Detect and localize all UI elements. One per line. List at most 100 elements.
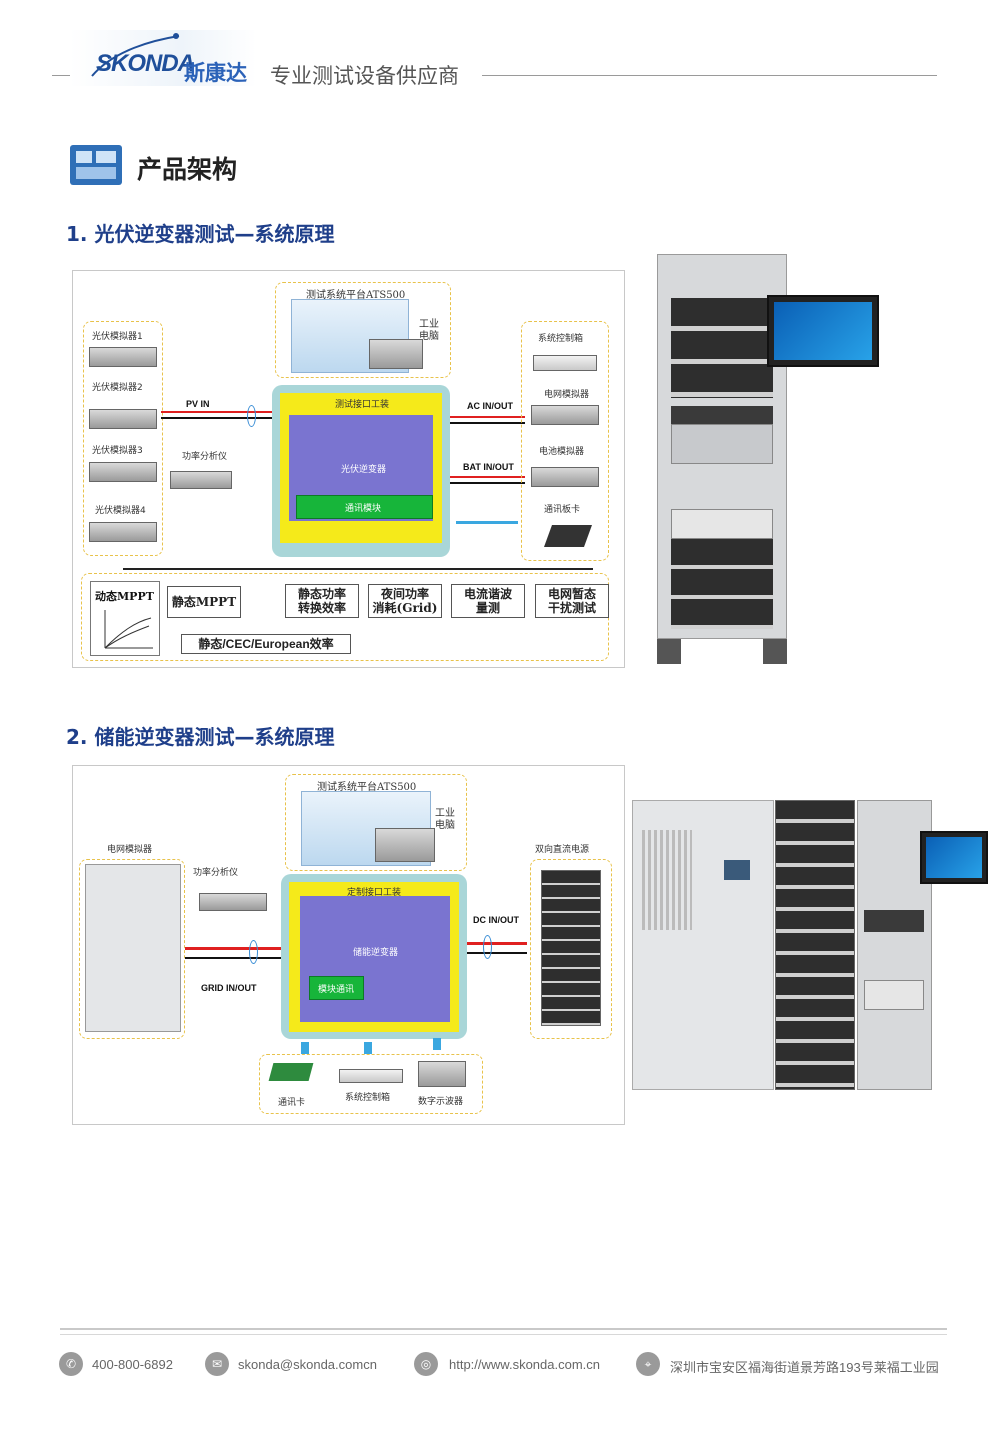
pv-sim3-label: 光伏模拟器3: [92, 446, 143, 456]
pv-sysctrl-label: 系统控制箱: [538, 334, 584, 344]
pv-commcard-icon: [543, 525, 593, 547]
logo-cn: 斯康达: [184, 61, 247, 85]
pv-bus-line: [123, 568, 593, 570]
pv-analyzer-label: 功率分析仪: [182, 452, 228, 462]
es-gridsim-label: 电网模拟器: [107, 845, 153, 855]
bat-red-line: [450, 476, 525, 478]
pv-sim2-label: 光伏模拟器2: [92, 383, 143, 393]
pv-sysctrl-icon: [533, 355, 597, 371]
pv-fixture-title: 测试接口工装: [335, 400, 390, 410]
pv-in-black-line: [161, 417, 275, 419]
pv-comm-module-label: 通讯模块: [345, 504, 382, 514]
pv-cabinet-photo: [657, 254, 787, 664]
es-diagram: 测试系统平台ATS500 工业 电脑 电网模拟器 功率分析仪 GRID IN/O…: [72, 765, 625, 1125]
dynamic-mppt-card: 动态MPPT: [90, 581, 160, 656]
es-scope-label: 数字示波器: [418, 1097, 464, 1107]
pv-sim3-icon: [89, 462, 157, 482]
pv-right-group: [521, 321, 609, 561]
es-grid-sensor-icon: [249, 940, 258, 964]
es-inverter-block: [300, 896, 450, 1022]
pv-sim4-label: 光伏模拟器4: [95, 506, 146, 516]
pv-sim1-icon: [89, 347, 157, 367]
es-commcard-label: 通讯卡: [278, 1098, 306, 1108]
pv-ipc-icon: [369, 339, 423, 369]
pv-diagram: 测试系统平台ATS500 工业 电脑 光伏模拟器1 光伏模拟器2 光伏模拟器3 …: [72, 270, 625, 668]
pv-inverter-label: 光伏逆变器: [341, 465, 387, 475]
pv-heading: 1. 光伏逆变器测试—系统原理: [66, 222, 335, 246]
arrow-sysctrl-icon: [364, 1042, 372, 1054]
ac-red-line: [450, 416, 525, 418]
es-gridsim-panel: [79, 859, 185, 1039]
es-monitor-photo: [920, 831, 988, 884]
footer-rule: [60, 1328, 947, 1330]
pv-in-label: PV IN: [186, 399, 210, 409]
es-comm-module: [309, 976, 364, 1000]
globe-icon: ◎: [414, 1352, 438, 1376]
pv-sim1-label: 光伏模拟器1: [92, 332, 143, 342]
arrow-comm-card-icon: [301, 1042, 309, 1054]
location-pin-icon: ⌖: [636, 1352, 660, 1376]
footer-rule-thin: [60, 1334, 947, 1335]
es-platform-panel: [285, 774, 467, 871]
bat-black-line: [450, 482, 525, 484]
es-inverter-label: 储能逆变器: [353, 948, 399, 958]
dynamic-mppt-label: 动态MPPT: [95, 590, 154, 603]
pv-platform-title: 测试系统平台ATS500: [306, 290, 406, 301]
pv-sim-group: [83, 321, 163, 556]
es-bidir-panel: [530, 859, 612, 1039]
logo-text: SKONDA: [96, 50, 195, 77]
cec-eff-card: 静态/CEC/European效率: [181, 634, 351, 654]
es-analyzer-label: 功率分析仪: [193, 868, 239, 878]
header-rule-right: [482, 75, 937, 76]
architecture-icon: [70, 145, 122, 185]
es-sysctrl-icon: [339, 1069, 403, 1083]
pv-sim2-icon: [89, 409, 157, 429]
logo-swoosh-icon: [91, 33, 180, 77]
es-dc-sensor-icon: [483, 935, 492, 959]
dc-inout-label: DC IN/OUT: [473, 915, 519, 925]
email-icon: ✉: [205, 1352, 229, 1376]
es-commcard-icon: [268, 1063, 314, 1081]
pv-sim4-icon: [89, 522, 157, 542]
pv-batsim-icon: [531, 467, 599, 487]
pv-gridsim-icon: [531, 405, 599, 425]
es-sysctrl-label: 系统控制箱: [345, 1093, 391, 1103]
arrow-scope-icon: [433, 1038, 441, 1050]
grid-fault-card: 电网暂态 干扰测试: [535, 584, 609, 618]
es-bidir-cabinet: [541, 870, 601, 1026]
pv-in-red-line: [161, 411, 275, 413]
bat-inout-label: BAT IN/OUT: [463, 462, 514, 472]
dc-red-line: [467, 942, 527, 945]
mppt-curve-icon: [104, 610, 153, 649]
es-comm-module-label: 模块通讯: [318, 985, 355, 995]
pv-ipc-label: 工业 电脑: [419, 319, 439, 342]
es-bidir-label: 双向直流电源: [535, 845, 590, 855]
section-title: 产品架构: [137, 155, 238, 184]
ac-black-line: [450, 422, 525, 424]
footer-web[interactable]: http://www.skonda.com.cn: [449, 1357, 601, 1372]
es-bottom-group: [259, 1054, 483, 1114]
footer-email[interactable]: skonda@skonda.comcn: [238, 1357, 377, 1372]
ac-inout-label: AC IN/OUT: [467, 401, 513, 411]
pv-batsim-label: 电池模拟器: [539, 447, 585, 457]
static-mppt-card: 静态MPPT: [167, 586, 241, 618]
es-analyzer-icon: [199, 893, 267, 911]
static-eff-card: 静态功率 转换效率: [285, 584, 359, 618]
es-platform-title: 测试系统平台ATS500: [317, 782, 417, 793]
pv-comm-module: [296, 495, 433, 519]
grid-red-line: [185, 947, 281, 950]
footer-address: 深圳市宝安区福海街道景芳路193号莱福工业园: [670, 1360, 939, 1375]
harmonic-card: 电流谐波 量测: [451, 584, 525, 618]
tagline: 专业测试设备供应商: [270, 64, 459, 88]
es-fixture-title: 定制接口工装: [347, 888, 402, 898]
comm-link-arrow: [456, 521, 518, 524]
footer-phone[interactable]: 400-800-6892: [92, 1357, 173, 1372]
phone-icon: ✆: [59, 1352, 83, 1376]
es-ipc-label: 工业 电脑: [435, 808, 455, 831]
pv-gridsim-label: 电网模拟器: [544, 390, 590, 400]
pv-analyzer-icon: [170, 471, 232, 489]
pv-commcard-label: 通讯板卡: [544, 505, 581, 515]
es-ipc-icon: [375, 828, 435, 862]
es-heading: 2. 储能逆变器测试—系统原理: [66, 725, 335, 749]
dc-black-line: [467, 952, 527, 954]
